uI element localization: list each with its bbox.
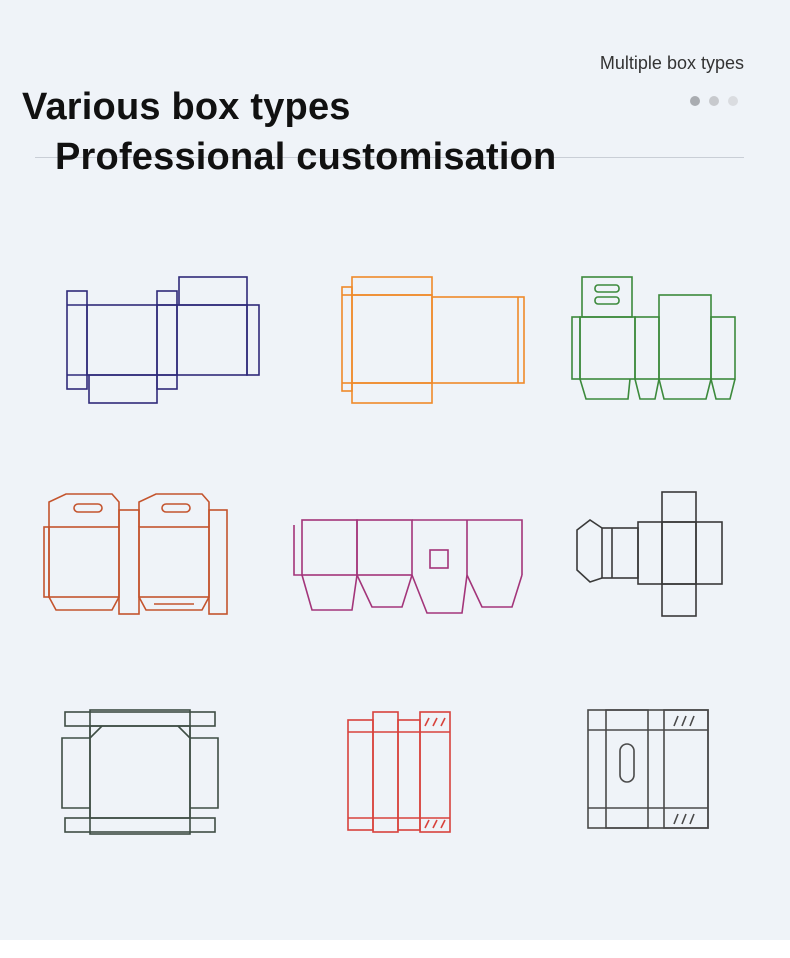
section-kicker: Multiple box types: [599, 53, 744, 73]
bottom-strip: [0, 940, 790, 958]
magenta-auto-lock-box-dieline: [292, 515, 527, 615]
page-subtitle: Professional customisation: [55, 136, 557, 178]
slate-tray-box-dieline: [60, 708, 220, 838]
navy-tuck-end-box-dieline: [62, 275, 262, 405]
orange-rectangular-box-dieline: [340, 275, 530, 407]
carousel-dot-2[interactable]: [709, 96, 719, 106]
green-hanger-box-dieline: [570, 275, 740, 403]
rust-handle-box-dieline: [43, 492, 234, 618]
gray-mailer-box-dieline: [572, 490, 727, 620]
red-window-box-dieline: [345, 710, 455, 835]
carousel-dots: [690, 96, 738, 106]
gray-window-cutout-box-dieline: [584, 706, 714, 831]
title-divider: [35, 157, 744, 158]
carousel-dot-3[interactable]: [728, 96, 738, 106]
carousel-dot-1[interactable]: [690, 96, 700, 106]
page-title: Various box types: [22, 86, 351, 128]
